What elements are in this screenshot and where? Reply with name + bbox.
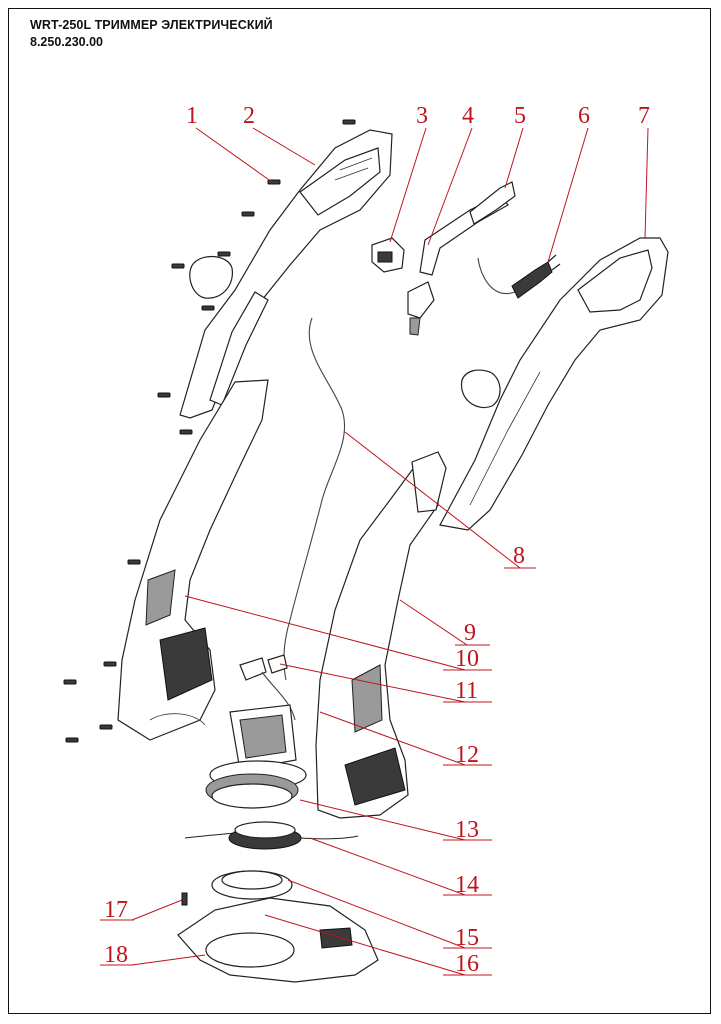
screw [201, 305, 215, 311]
callout-18: 18 [104, 942, 128, 968]
callout-1: 1 [186, 103, 198, 129]
screw [342, 119, 356, 125]
leader-4 [427, 127, 473, 246]
callout-numbers: 1 2 3 4 5 6 7 8 9 10 11 12 13 14 15 16 1… [104, 103, 650, 977]
motor-fan [205, 773, 299, 809]
leader-14 [309, 837, 466, 896]
callout-6: 6 [578, 103, 590, 129]
screw [103, 661, 117, 667]
motor [209, 704, 307, 790]
leader-7 [644, 127, 649, 239]
leader-2 [252, 127, 316, 166]
upper-handle-right-half [439, 237, 669, 531]
screw [171, 263, 185, 269]
screw-set-upper [63, 119, 356, 743]
leader-8 [344, 431, 521, 569]
callout-4: 4 [462, 103, 474, 129]
leader-1 [195, 127, 273, 183]
callout-16: 16 [455, 951, 479, 977]
leader-17 [131, 899, 183, 921]
lock-button [469, 181, 516, 225]
internal-wire [283, 317, 346, 681]
leader-13 [299, 799, 466, 841]
terminal-block [239, 654, 296, 721]
callout-13: 13 [455, 817, 479, 843]
power-cord-plug [477, 254, 561, 299]
leader-16 [264, 914, 466, 976]
callout-underlines [100, 567, 536, 976]
leader-6 [547, 127, 589, 263]
leader-10 [184, 595, 466, 671]
screw [217, 251, 231, 257]
screw [127, 559, 141, 565]
callout-3: 3 [416, 103, 428, 129]
callout-7: 7 [638, 103, 650, 129]
callout-leaders [131, 127, 649, 976]
upper-handle-left-half [179, 129, 393, 419]
callout-15: 15 [455, 925, 479, 951]
screw [179, 429, 193, 435]
screw [63, 679, 77, 685]
trigger-lever [407, 194, 509, 336]
leader-18 [131, 954, 206, 966]
trimmer-spool [184, 821, 359, 850]
callout-9: 9 [464, 620, 476, 646]
leader-3 [389, 127, 427, 243]
screw [241, 211, 255, 217]
leader-15 [287, 879, 466, 949]
callout-17: 17 [104, 897, 128, 923]
switch [371, 237, 405, 273]
callout-8: 8 [513, 543, 525, 569]
callout-12: 12 [455, 742, 479, 768]
callout-2: 2 [243, 103, 255, 129]
screw [157, 392, 171, 398]
callout-5: 5 [514, 103, 526, 129]
guard-pin [181, 892, 188, 906]
drawing-frame [8, 8, 711, 1014]
drawing-code: 8.250.230.00 [30, 35, 103, 49]
drawing-title: WRT-250L ТРИММЕР ЭЛЕКТРИЧЕСКИЙ [30, 18, 273, 32]
safety-guard [177, 897, 379, 983]
callout-14: 14 [455, 872, 479, 898]
lower-housing-left-half [117, 379, 269, 741]
spool-cover [211, 870, 293, 900]
screw [99, 724, 113, 730]
leader-11 [279, 663, 466, 703]
callout-10: 10 [455, 646, 479, 672]
leader-9 [399, 599, 468, 646]
title-block: WRT-250L ТРИММЕР ЭЛЕКТРИЧЕСКИЙ 8.250.230… [30, 18, 273, 49]
screw [65, 737, 79, 743]
leader-5 [504, 127, 524, 189]
leader-12 [319, 711, 466, 766]
callout-11: 11 [455, 678, 478, 704]
lower-housing-right-half [315, 451, 447, 819]
